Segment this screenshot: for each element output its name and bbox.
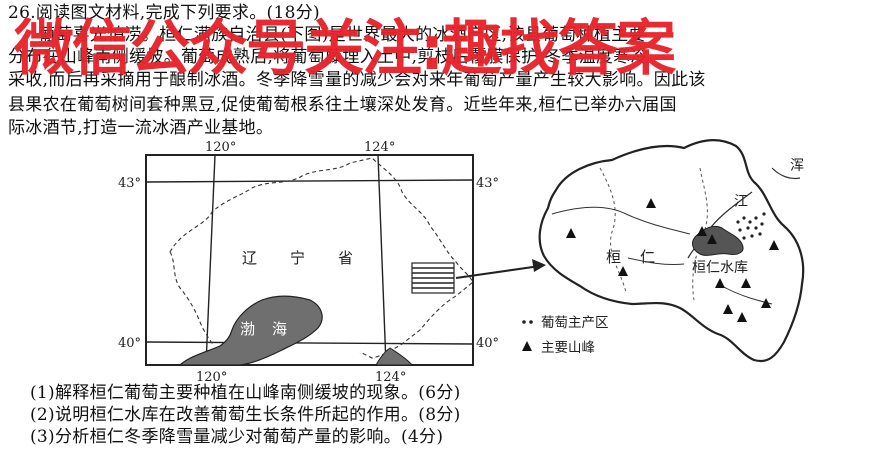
paragraph-line-5: 际冰酒节,打造一流冰酒产业基地。 bbox=[8, 118, 274, 138]
river-label-jiang: 江 bbox=[734, 194, 748, 210]
province-label-2: 宁 bbox=[290, 249, 305, 267]
sub-question-2: (2)说明桓仁水库在改善葡萄生长条件所起的作用。(8分) bbox=[30, 405, 461, 425]
paragraph-line-1: 葡萄喜光怕涝。桓仁满族自治县(下图)是世界最大的冰酒产区,该县葡萄种植主要 bbox=[38, 25, 646, 45]
river-label-hun: 浑 bbox=[790, 158, 804, 174]
huanren-locator bbox=[411, 262, 455, 294]
sub-question-3: (3)分析桓仁冬季降雪量减少对葡萄产量的影响。(4分) bbox=[30, 427, 444, 447]
paragraph-line-2: 分布在山峰南侧缓坡。葡萄成熟后,将葡萄藤埋入土中,剪枝后覆膜保护,冬季温度寒冷 bbox=[8, 47, 648, 67]
lat-right-43: 43° bbox=[476, 176, 499, 191]
paragraph-line-4: 县果农在葡萄树间套种黑豆,促使葡萄根系往土壤深处发育。近些年来,桓仁已举办六届国 bbox=[8, 95, 677, 115]
huanren-county-outline bbox=[538, 139, 805, 363]
lon-bottom-124: 124° bbox=[375, 370, 406, 385]
sea-label-1: 渤 bbox=[240, 320, 255, 338]
sub-question-1: (1)解释桓仁葡萄主要种植在山峰南侧缓坡的现象。(6分) bbox=[30, 383, 461, 403]
lon-top-120: 120° bbox=[205, 140, 236, 155]
reservoir-label: 桓仁水库 bbox=[692, 260, 748, 276]
lat-left-43: 43° bbox=[118, 176, 141, 191]
province-label-1: 辽 bbox=[242, 249, 257, 267]
bohai-sea bbox=[178, 295, 323, 366]
county-label-1: 桓 bbox=[606, 248, 621, 266]
paragraph-line-3: 采收,而后再采摘用于酿制冰酒。冬季降雪量的减少会对来年葡萄产量产生较大影响。因此… bbox=[8, 70, 706, 90]
lon-top-124: 124° bbox=[364, 140, 395, 155]
lat-left-40: 40° bbox=[118, 336, 141, 351]
right-map: 桓 仁 桓仁水库 浑 江 葡萄主产区 主要山峰 bbox=[522, 139, 805, 363]
legend-peak-label: 主要山峰 bbox=[541, 340, 595, 356]
county-label-2: 仁 bbox=[640, 248, 655, 266]
lat-right-40: 40° bbox=[476, 336, 499, 351]
lon-bottom-120: 120° bbox=[196, 370, 227, 385]
question-header: 26.阅读图文材料,完成下列要求。(18分) bbox=[8, 3, 320, 23]
watermark-text: 微信公众号关注:趣找答案 bbox=[14, 14, 676, 84]
left-map: 120° 124° 120° 124° 43° 40° 43° 40° 辽 宁 … bbox=[118, 140, 546, 385]
sea-label-2: 海 bbox=[272, 320, 287, 338]
province-label-3: 省 bbox=[338, 249, 353, 267]
legend: 葡萄主产区 主要山峰 bbox=[522, 315, 609, 356]
legend-grape-area-label: 葡萄主产区 bbox=[541, 315, 609, 331]
